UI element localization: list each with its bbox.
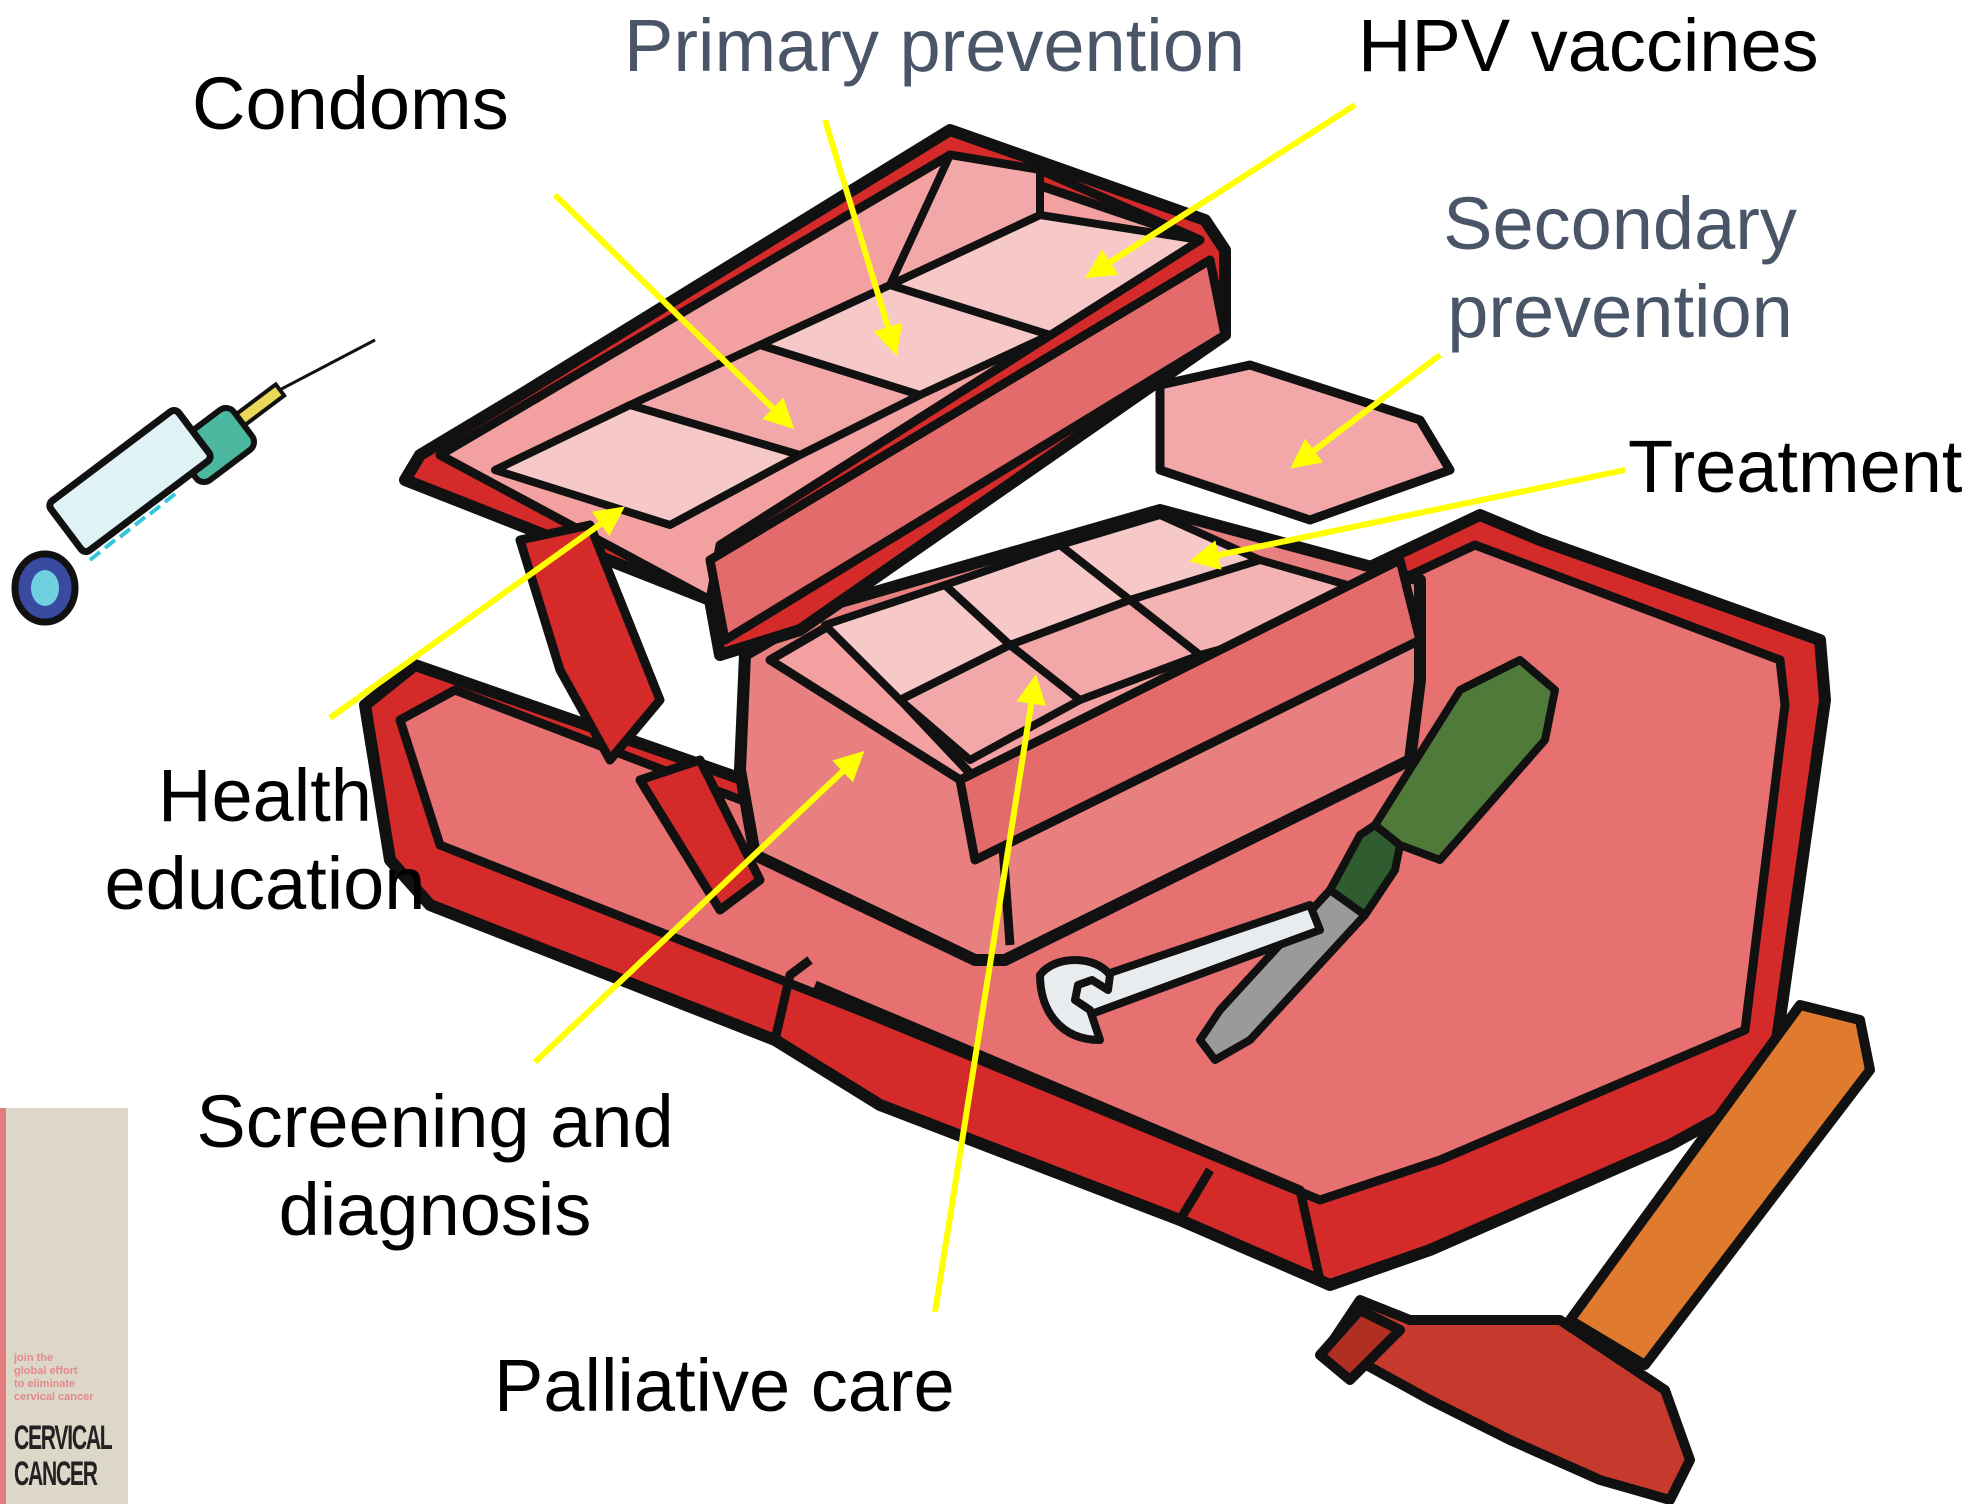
badge-logo-text: CERVICAL CANCER [14,1420,126,1492]
label-treatment: Treatment [1628,423,1962,511]
badge-tagline: join the global effort to eliminate cerv… [14,1352,94,1404]
label-primary-prevention: Primary prevention [624,2,1245,90]
label-secondary-prevention-line1: Secondary [1420,180,1820,268]
syringe-icon [15,340,375,622]
label-condoms: Condoms [192,60,509,148]
label-screening-line2: diagnosis [175,1166,695,1254]
cervical-cancer-badge: join the global effort to eliminate cerv… [0,1108,128,1504]
label-health-education: Health education [95,752,435,928]
label-hpv-vaccines: HPV vaccines [1358,2,1819,90]
label-screening-diagnosis: Screening and diagnosis [175,1078,695,1254]
label-palliative-care: Palliative care [494,1342,955,1430]
label-health-education-line1: Health [95,752,435,840]
badge-stripe [0,1108,6,1504]
label-secondary-prevention: Secondary prevention [1420,180,1820,356]
label-health-education-line2: education [95,840,435,928]
label-secondary-prevention-line2: prevention [1420,268,1820,356]
label-screening-line1: Screening and [175,1078,695,1166]
